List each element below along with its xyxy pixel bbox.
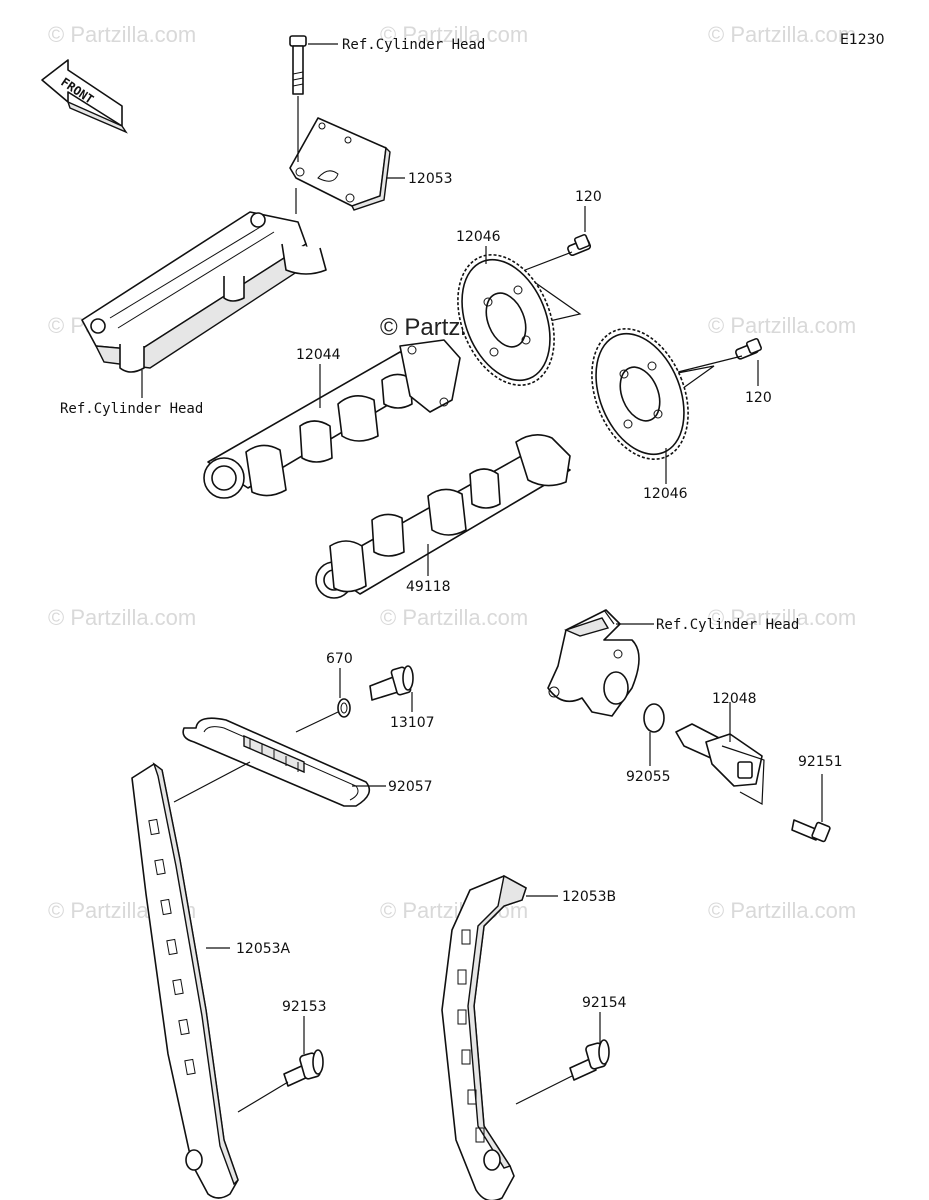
camshaft-49118 xyxy=(315,434,571,599)
part-number-12053a: 12053A xyxy=(236,941,291,957)
sprocket-bolt-120-right xyxy=(661,337,763,397)
diagram-id: E1230 xyxy=(840,32,884,48)
watermark: © Partzilla.com xyxy=(708,22,856,47)
bolt-13107 xyxy=(369,665,414,712)
watermark: © Partzilla.com xyxy=(380,22,528,47)
part-number-12044: 12044 xyxy=(296,347,341,363)
part-number-120-top: 120 xyxy=(575,189,602,205)
watermark: © Partzilla.com xyxy=(48,22,196,47)
camshaft-12044 xyxy=(203,339,461,499)
front-direction-arrow-icon: FRONT xyxy=(41,59,128,134)
chain-tensioner-12048 xyxy=(675,702,765,805)
camshaft-sprocket-12046-top xyxy=(457,246,555,386)
part-number-120-right: 120 xyxy=(745,390,772,406)
bolt-92151 xyxy=(791,774,831,843)
part-number-13107: 13107 xyxy=(390,715,435,731)
part-number-670: 670 xyxy=(326,651,353,667)
bolt-92154 xyxy=(515,1012,610,1105)
part-number-12053b: 12053B xyxy=(562,889,616,905)
chain-guide-12053a xyxy=(131,762,239,1199)
sprocket-bolt-120-top xyxy=(518,206,592,327)
chain-guide-bracket-12053 xyxy=(289,96,405,211)
part-number-92153: 92153 xyxy=(282,999,327,1015)
part-number-12046-right: 12046 xyxy=(643,486,688,502)
cam-holder xyxy=(81,188,327,398)
ref-cylinder-head-right-label: Ref.Cylinder Head xyxy=(656,617,799,633)
part-number-49118: 49118 xyxy=(406,579,451,595)
watermark: © Partzilla.com xyxy=(708,605,856,630)
part-number-12046-top: 12046 xyxy=(456,229,501,245)
part-number-12048: 12048 xyxy=(712,691,757,707)
part-number-92055: 92055 xyxy=(626,769,671,785)
ref-cylinder-head-label: Ref.Cylinder Head xyxy=(342,37,485,53)
cylinder-head-bolt xyxy=(289,35,338,95)
part-number-92154: 92154 xyxy=(582,995,627,1011)
watermark: © Partzilla.com xyxy=(708,898,856,923)
part-number-92151: 92151 xyxy=(798,754,843,770)
camshaft-sprocket-12046-right xyxy=(591,328,689,484)
watermark-group: © Partzilla.com © Partzilla.com © Partzi… xyxy=(48,22,856,923)
o-ring-670 xyxy=(295,668,351,733)
o-ring-92055 xyxy=(643,703,665,766)
ref-cylinder-head-left-label: Ref.Cylinder Head xyxy=(60,401,203,417)
tensioner-mount xyxy=(547,609,654,717)
chain-guide-12053b xyxy=(441,874,558,1200)
watermark: © Partzilla.com xyxy=(48,605,196,630)
part-number-12053: 12053 xyxy=(408,171,453,187)
bolt-92153 xyxy=(237,1016,324,1113)
watermark: © Partzilla.com xyxy=(708,313,856,338)
cam-chain-92057 xyxy=(173,717,386,807)
part-number-92057: 92057 xyxy=(388,779,433,795)
watermark: © Partzilla.com xyxy=(380,605,528,630)
